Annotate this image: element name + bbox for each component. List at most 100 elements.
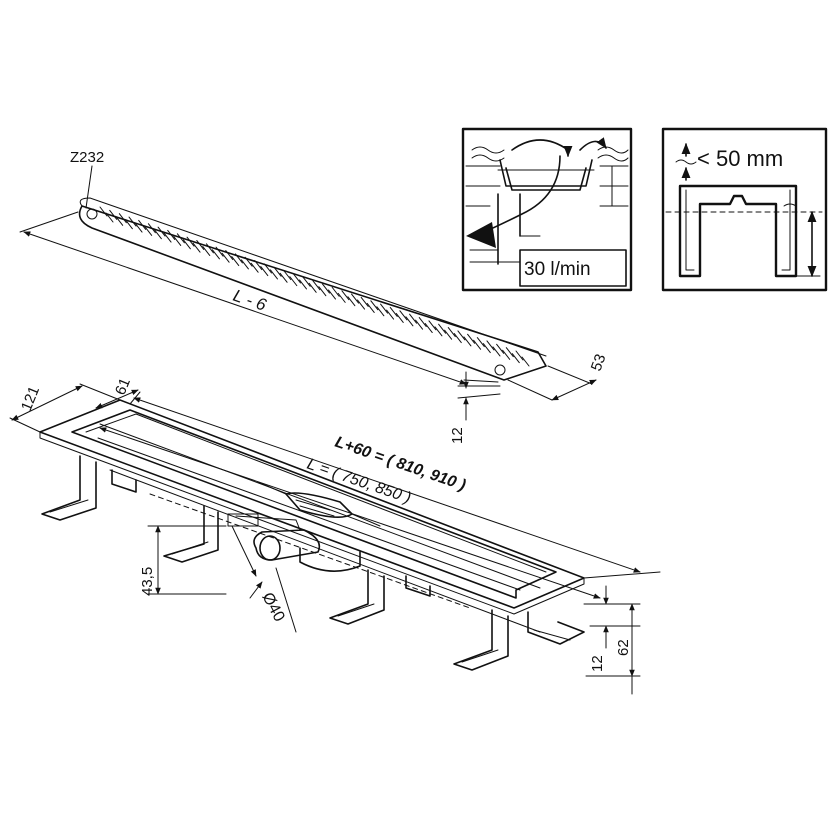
grate-slot bbox=[424, 323, 433, 334]
drain-body bbox=[39, 399, 585, 671]
grate-top-edge bbox=[79, 197, 547, 357]
grate-slot bbox=[298, 279, 307, 290]
height-dimensions bbox=[583, 585, 641, 695]
outlet-height-label: 43,5 bbox=[139, 567, 156, 596]
grate-slot bbox=[215, 246, 224, 257]
water-level-label: < 50 mm bbox=[697, 146, 783, 171]
grate-slot bbox=[415, 319, 424, 330]
grate-slot bbox=[389, 306, 398, 317]
grate-slot bbox=[360, 296, 369, 307]
grate-slot bbox=[405, 316, 414, 327]
grate-slot bbox=[457, 330, 466, 341]
overall-length-dimension bbox=[99, 391, 661, 599]
grate-slot bbox=[250, 262, 259, 273]
grate-width-label: 53 bbox=[588, 352, 610, 373]
grate-slot bbox=[202, 245, 211, 256]
grate-slot bbox=[234, 253, 243, 264]
grate-slot bbox=[351, 293, 360, 304]
grate-slot bbox=[99, 206, 108, 217]
grate-slot bbox=[118, 213, 127, 224]
grate-hole-left bbox=[86, 208, 98, 220]
grate-slot bbox=[505, 347, 514, 358]
grate-thickness-dimension bbox=[457, 371, 501, 421]
grate-slot bbox=[289, 276, 298, 287]
grate-slot bbox=[376, 306, 385, 317]
grate-slot bbox=[269, 269, 278, 280]
grate-slot bbox=[386, 309, 395, 320]
outlet-height-dimension bbox=[147, 525, 227, 595]
width-121-label: 121 bbox=[18, 384, 43, 414]
grate-slot bbox=[409, 313, 418, 324]
grate-slot bbox=[308, 282, 317, 293]
width-61-label: 61 bbox=[112, 376, 134, 398]
grate-slot bbox=[395, 312, 404, 323]
water-level-detail-box bbox=[661, 127, 828, 292]
grate-width-dimension bbox=[507, 365, 597, 401]
grate-slot bbox=[463, 336, 472, 347]
grate-slot bbox=[447, 327, 456, 338]
flow-detail-box bbox=[461, 127, 633, 292]
grate-slot bbox=[328, 289, 337, 300]
grate-thickness-label: 12 bbox=[449, 427, 466, 444]
flange-plate bbox=[39, 399, 585, 609]
grate-code-label: Z232 bbox=[70, 149, 104, 166]
outlet-diameter-dimension bbox=[231, 525, 297, 633]
grate-slot bbox=[502, 349, 511, 360]
grate-slot bbox=[370, 300, 379, 311]
grate-slot bbox=[279, 272, 288, 283]
grate-slot bbox=[341, 290, 350, 301]
grate-slot bbox=[134, 222, 143, 233]
grate-slot bbox=[105, 212, 114, 223]
grate-slot bbox=[434, 326, 443, 337]
grate-slot bbox=[347, 296, 356, 307]
grate-slot bbox=[337, 292, 346, 303]
grate-slot bbox=[428, 320, 437, 331]
grate-slot bbox=[467, 333, 476, 344]
grate-slot bbox=[511, 353, 520, 364]
grate-slot bbox=[211, 249, 220, 260]
grate-slot bbox=[380, 303, 389, 314]
grate-slot bbox=[357, 299, 366, 310]
grate-code-leader bbox=[85, 165, 93, 209]
flow-rate-label: 30 l/min bbox=[524, 259, 591, 280]
grate-hole-right bbox=[494, 364, 506, 376]
grate-slot bbox=[496, 343, 505, 354]
grate-slot bbox=[366, 302, 375, 313]
outlet-diameter-label: Ø40 bbox=[258, 590, 287, 625]
grate-slot bbox=[192, 242, 201, 253]
width-dimensions bbox=[9, 383, 139, 433]
siphon-body bbox=[299, 547, 361, 572]
grate-slot bbox=[476, 337, 485, 348]
grate-slot bbox=[453, 333, 462, 344]
grate-slot bbox=[260, 266, 269, 277]
grate-slot bbox=[486, 340, 495, 351]
grate-slot bbox=[473, 339, 482, 350]
grate-slot bbox=[221, 252, 230, 263]
grate-slot bbox=[240, 259, 249, 270]
grate-slot bbox=[109, 209, 118, 220]
grate-slot bbox=[231, 256, 240, 267]
grate-slot bbox=[438, 323, 447, 334]
grate-slot bbox=[399, 310, 408, 321]
grate-length-label: L - 6 bbox=[231, 286, 270, 315]
grate-slot bbox=[521, 356, 530, 367]
mounting-feet bbox=[41, 455, 585, 671]
grate-slot bbox=[147, 223, 156, 234]
grate-slot bbox=[515, 350, 524, 361]
grate-slot bbox=[124, 219, 133, 230]
frame-thickness-label: 12 bbox=[589, 655, 606, 672]
grate-slot bbox=[482, 343, 491, 354]
total-height-label: 62 bbox=[615, 639, 632, 656]
grate-slot bbox=[138, 219, 147, 230]
grate-length-dimension bbox=[19, 211, 499, 385]
grate-outline bbox=[78, 205, 547, 381]
outlet-opening bbox=[259, 535, 281, 561]
grate-slots bbox=[99, 206, 530, 367]
grate-slot bbox=[318, 286, 327, 297]
grate-slot bbox=[444, 329, 453, 340]
grate-slot bbox=[492, 346, 501, 357]
grate-slot bbox=[418, 317, 427, 328]
grate-slot bbox=[225, 250, 234, 261]
grate-slot bbox=[115, 215, 124, 226]
